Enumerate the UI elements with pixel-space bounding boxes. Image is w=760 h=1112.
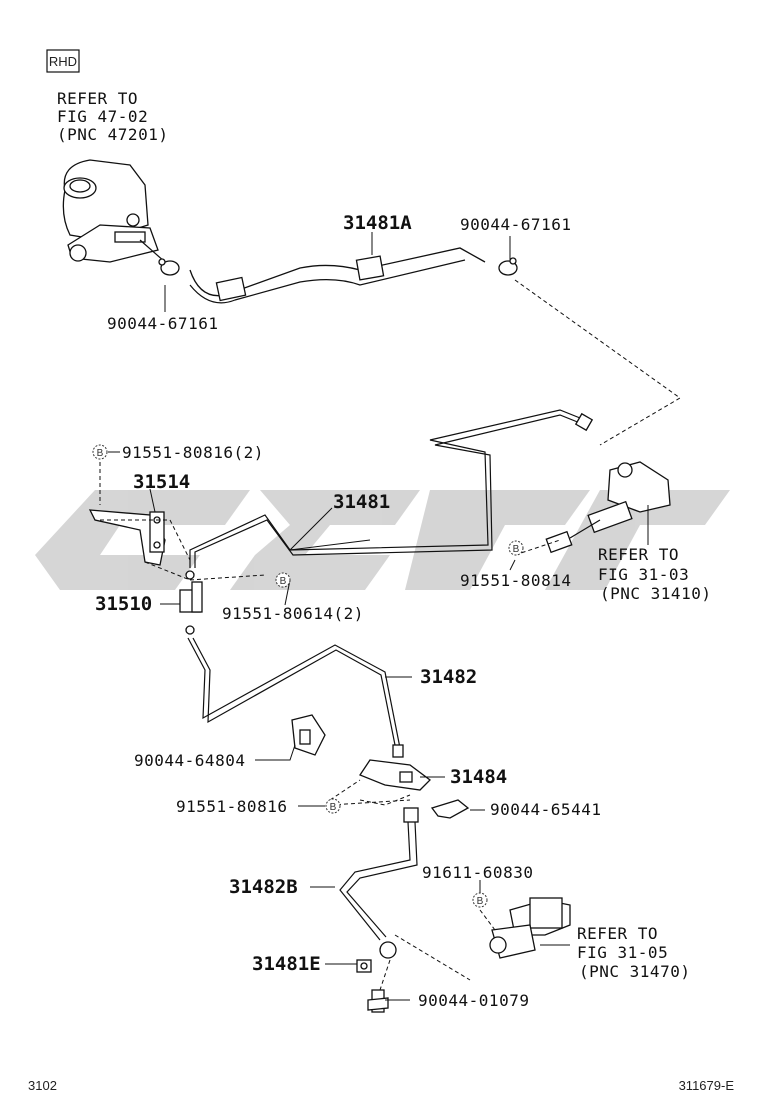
svg-text:B: B [280,576,287,587]
hose-clamp-left [158,258,180,276]
clutch-line-main [189,409,594,568]
reservoir-hose [139,239,486,304]
marker-b-4: B [325,798,341,814]
part-label-90044-65441: 90044-65441 [490,800,601,819]
refer-line-2: FIG 47-02 [57,107,148,126]
marker-b-2: B [275,572,291,588]
footer-illustration-id: 311679-E [679,1078,735,1093]
flexible-hose-31482B [339,807,419,959]
svg-text:B: B [477,896,484,907]
clip-31481E [356,959,372,973]
clip-90044-64804 [291,714,326,756]
part-label-91551-80814: 91551-80814 [460,571,571,590]
bracket-31484 [359,759,431,791]
refer-block-release-cylinder: REFER TO FIG 31-05 (PNC 31470) [577,924,690,981]
part-label-31481: 31481 [333,491,390,513]
clutch-line-middle [187,637,404,758]
dashed-guides [99,279,681,991]
part-label-91611-60830: 91611-60830 [422,863,533,882]
part-label-90044-67161-left: 90044-67161 [107,314,218,333]
rhd-badge: RHD [49,54,77,69]
refer-line-1: REFER TO [57,89,138,108]
part-label-91551-80816-2: 91551-80816(2) [122,443,264,462]
refer-block-master-cylinder: REFER TO FIG 47-02 (PNC 47201) [57,89,168,144]
part-label-31510: 31510 [95,593,152,615]
hose-clamp-right [498,257,518,276]
release-cylinder [489,897,571,959]
refer-line-3: (PNC 31470) [579,962,690,981]
refer-line-3: (PNC 47201) [57,125,168,144]
refer-line-1: REFER TO [598,545,679,564]
svg-text:B: B [97,448,104,459]
union-31510 [179,570,203,635]
part-label-31484: 31484 [450,766,507,788]
part-label-31482: 31482 [420,666,477,688]
part-label-31481A: 31481A [343,212,412,234]
refer-line-1: REFER TO [577,924,658,943]
footer-page-code: 3102 [28,1078,57,1093]
part-label-90044-67161-top: 90044-67161 [460,215,571,234]
part-label-91551-80614-2: 91551-80614(2) [222,604,364,623]
marker-b-3: B [508,540,524,556]
part-label-31514: 31514 [133,471,190,493]
brake-master-cylinder [62,159,159,263]
bolt-90044-01079 [367,989,389,1013]
refer-line-3: (PNC 31410) [600,584,711,603]
refer-line-2: FIG 31-05 [577,943,668,962]
bracket-31514 [88,509,166,566]
marker-b-5: B [472,892,488,908]
refer-block-clutch-master: REFER TO FIG 31-03 (PNC 31410) [598,545,711,603]
svg-text:B: B [513,544,520,555]
rhd-badge-frame [46,49,80,73]
refer-line-2: FIG 31-03 [598,565,689,584]
part-label-91551-80816: 91551-80816 [176,797,287,816]
part-label-31482B: 31482B [229,876,298,898]
svg-text:B: B [330,802,337,813]
part-label-90044-64804: 90044-64804 [134,751,245,770]
part-label-90044-01079: 90044-01079 [418,991,529,1010]
leader-lines [108,232,649,1001]
clutch-master-cylinder [545,461,671,554]
clip-90044-65441 [430,799,470,819]
marker-b-1: B [92,444,108,460]
part-label-31481E: 31481E [252,953,321,975]
